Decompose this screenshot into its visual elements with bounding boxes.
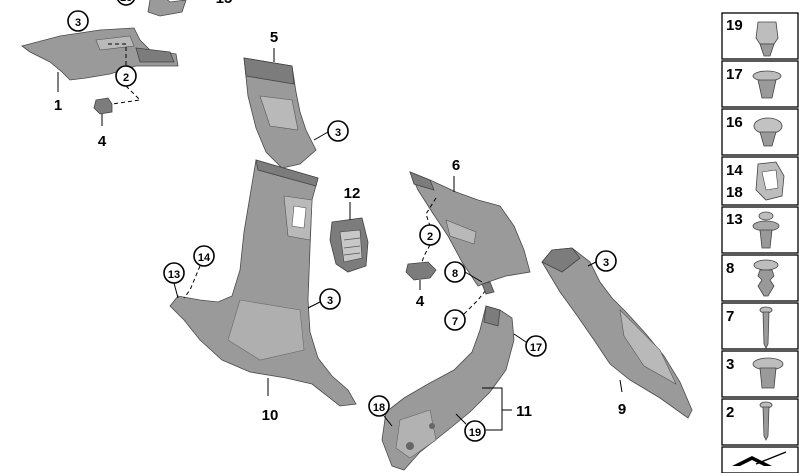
part-12-air-vent: 12 (329, 185, 369, 273)
callout-label: 5 (270, 29, 278, 46)
callout-2-part1: 2 (108, 43, 142, 105)
long-screw-icon (759, 306, 773, 349)
legend-label: 18 (726, 184, 743, 201)
callout-label: 4 (416, 293, 425, 310)
callout-8: 8 (444, 261, 483, 283)
callout-label: 9 (618, 401, 626, 418)
callout-1: 1 (54, 72, 62, 114)
part-9-rear-trim: 9 (541, 247, 693, 419)
callout-label: 8 (452, 268, 458, 280)
callout-11: 11 (482, 387, 532, 431)
legend-label: 17 (726, 66, 743, 83)
callout-14: 14 (183, 245, 215, 299)
callout-label: 3 (75, 17, 81, 29)
part-4-clip-right: 4 (405, 261, 437, 310)
expanding-rivet-icon (752, 211, 780, 249)
callout-3-part1: 3 (67, 10, 89, 32)
push-rivet-icon (752, 70, 782, 99)
callout-13: 13 (163, 262, 185, 299)
arrow-symbol-icon (732, 451, 787, 466)
self-tapping-screw-icon (759, 401, 773, 441)
legend-label: 7 (726, 308, 734, 325)
part-5-upper-pillar: 5 (243, 29, 317, 169)
callout-label: 19 (469, 427, 481, 439)
part-4-clip-left: 4 (93, 97, 113, 150)
callout-7: 7 (444, 281, 495, 331)
callout-3-part5: 3 (313, 120, 349, 142)
legend-label: 16 (726, 114, 743, 131)
callout-3-part9: 3 (587, 250, 617, 272)
callout-label: 2 (427, 231, 433, 243)
callout-label: 6 (452, 157, 460, 174)
screw-head-icon (753, 117, 783, 147)
legend-cell-2 (721, 398, 799, 446)
callout-2-part6: 2 (419, 197, 441, 263)
callout-label: 3 (603, 257, 609, 269)
cut-off-callout-group: 16 15 (117, 0, 233, 17)
legend-cell-17 (721, 60, 799, 108)
callout-label: 16 (120, 0, 132, 4)
callout-label: 11 (516, 403, 532, 420)
callout-label: 12 (344, 185, 361, 202)
callout-label: 10 (262, 407, 279, 424)
legend-label: 14 (726, 162, 743, 179)
spring-clip-icon (755, 161, 785, 201)
callout-label: 2 (123, 72, 129, 84)
christmas-tree-clip-icon (753, 259, 779, 297)
callout-label: 14 (198, 252, 211, 264)
fastener-legend: 19 17 16 14 18 13 8 (721, 12, 799, 473)
callout-label: 4 (98, 133, 107, 150)
callout-label: 15 (216, 0, 233, 7)
legend-label: 3 (726, 356, 734, 373)
callout-label: 1 (54, 97, 62, 114)
part-6-c-pillar-upper: 6 (409, 157, 531, 287)
callout-label: 7 (452, 316, 458, 328)
part-11-lower-trim (381, 305, 515, 471)
callout-label: 3 (335, 127, 341, 139)
clip-nut-icon (755, 21, 779, 57)
callout-label: 17 (530, 342, 542, 354)
callout-label: 18 (373, 402, 385, 414)
part-1-trim-panel (21, 27, 179, 81)
callout-18: 18 (368, 395, 393, 427)
callout-label: 3 (327, 295, 333, 307)
callout-19: 19 (455, 413, 486, 442)
callout-17: 17 (513, 333, 547, 357)
callout-3-part10: 3 (307, 288, 341, 310)
trim-clip-icon (752, 357, 784, 389)
legend-label: 13 (726, 211, 743, 228)
part-10-lower-pillar: 10 (169, 159, 357, 424)
legend-label: 2 (726, 404, 734, 421)
callout-label: 13 (168, 269, 180, 281)
legend-label: 8 (726, 260, 734, 277)
legend-label: 19 (726, 17, 743, 34)
